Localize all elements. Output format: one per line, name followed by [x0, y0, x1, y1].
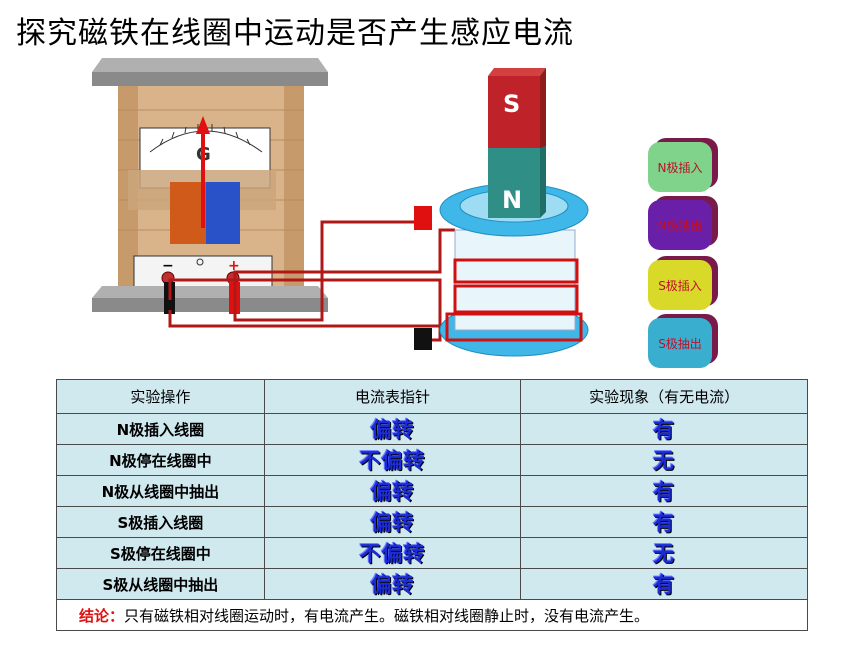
results-table: 实验操作 电流表指针 实验现象（有无电流） N极插入线圈 偏转 有 N极停在线圈…	[56, 379, 808, 631]
conclusion-row: 结论：只有磁铁相对线圈运动时，有电流产生。磁铁相对线圈静止时，没有电流产生。	[56, 599, 808, 631]
operation-cell: N极插入线圈	[56, 413, 265, 445]
needle-cell: 偏转	[370, 418, 415, 442]
table-header-row: 实验操作 电流表指针 实验现象（有无电流）	[56, 379, 808, 414]
plus-terminal-label: +	[228, 258, 240, 274]
operation-cell: N极停在线圈中	[56, 444, 265, 476]
table-row: S极从线圈中抽出 偏转 有	[56, 568, 808, 600]
s-pole-withdraw-button[interactable]: S极抽出	[648, 318, 712, 368]
needle-cell: 不偏转	[359, 449, 426, 473]
needle-cell: 偏转	[370, 480, 415, 504]
conclusion-cell: 结论：只有磁铁相对线圈运动时，有电流产生。磁铁相对线圈静止时，没有电流产生。	[56, 599, 808, 631]
conclusion-text: 只有磁铁相对线圈运动时，有电流产生。磁铁相对线圈静止时，没有电流产生。	[124, 606, 650, 625]
result-cell: 有	[653, 573, 676, 597]
coil-top-terminal	[414, 206, 432, 230]
n-pole-withdraw-label: N极抽出	[657, 218, 703, 233]
north-pole-label: N	[502, 186, 522, 214]
header-needle: 电流表指针	[263, 379, 522, 414]
page-title: 探究磁铁在线圈中运动是否产生感应电流	[16, 16, 574, 51]
operation-cell: S极从线圈中抽出	[56, 568, 265, 600]
needle-cell: 偏转	[370, 573, 415, 597]
table-row: S极停在线圈中 不偏转 无	[56, 537, 808, 569]
minus-terminal-label: −	[162, 258, 174, 274]
north-pole	[488, 148, 540, 218]
result-cell: 有	[653, 480, 676, 504]
bar-magnet: S N	[488, 68, 546, 218]
south-pole	[488, 76, 540, 148]
coil-bottom-terminal	[414, 328, 432, 350]
galvanometer: G − +	[92, 58, 328, 314]
experiment-illustration: G − +	[92, 58, 589, 357]
header-operation: 实验操作	[56, 379, 265, 414]
result-cell: 无	[653, 542, 676, 566]
wires	[168, 220, 455, 342]
s-pole-withdraw-label: S极抽出	[658, 336, 702, 351]
result-cell: 有	[653, 418, 676, 442]
conclusion-label: 结论：	[79, 606, 125, 625]
needle-cell: 不偏转	[359, 542, 426, 566]
table-row: N极从线圈中抽出 偏转 有	[56, 475, 808, 507]
header-phenomenon: 实验现象（有无电流）	[520, 379, 808, 414]
operation-cell: S极插入线圈	[56, 506, 265, 538]
table-row: S极插入线圈 偏转 有	[56, 506, 808, 538]
table-row: N极插入线圈 偏转 有	[56, 413, 808, 445]
operation-cell: N极从线圈中抽出	[56, 475, 265, 507]
s-pole-insert-label: S极插入	[658, 278, 702, 293]
result-cell: 无	[653, 449, 676, 473]
s-pole-insert-button[interactable]: S极插入	[648, 260, 712, 310]
n-pole-insert-button[interactable]: N极插入	[648, 142, 712, 192]
south-pole-label: S	[503, 90, 520, 118]
result-cell: 有	[653, 511, 676, 535]
needle-cell: 偏转	[370, 511, 415, 535]
n-pole-withdraw-button[interactable]: N极抽出	[648, 200, 712, 250]
operation-cell: S极停在线圈中	[56, 537, 265, 569]
table-row: N极停在线圈中 不偏转 无	[56, 444, 808, 476]
n-pole-insert-label: N极插入	[657, 160, 703, 175]
